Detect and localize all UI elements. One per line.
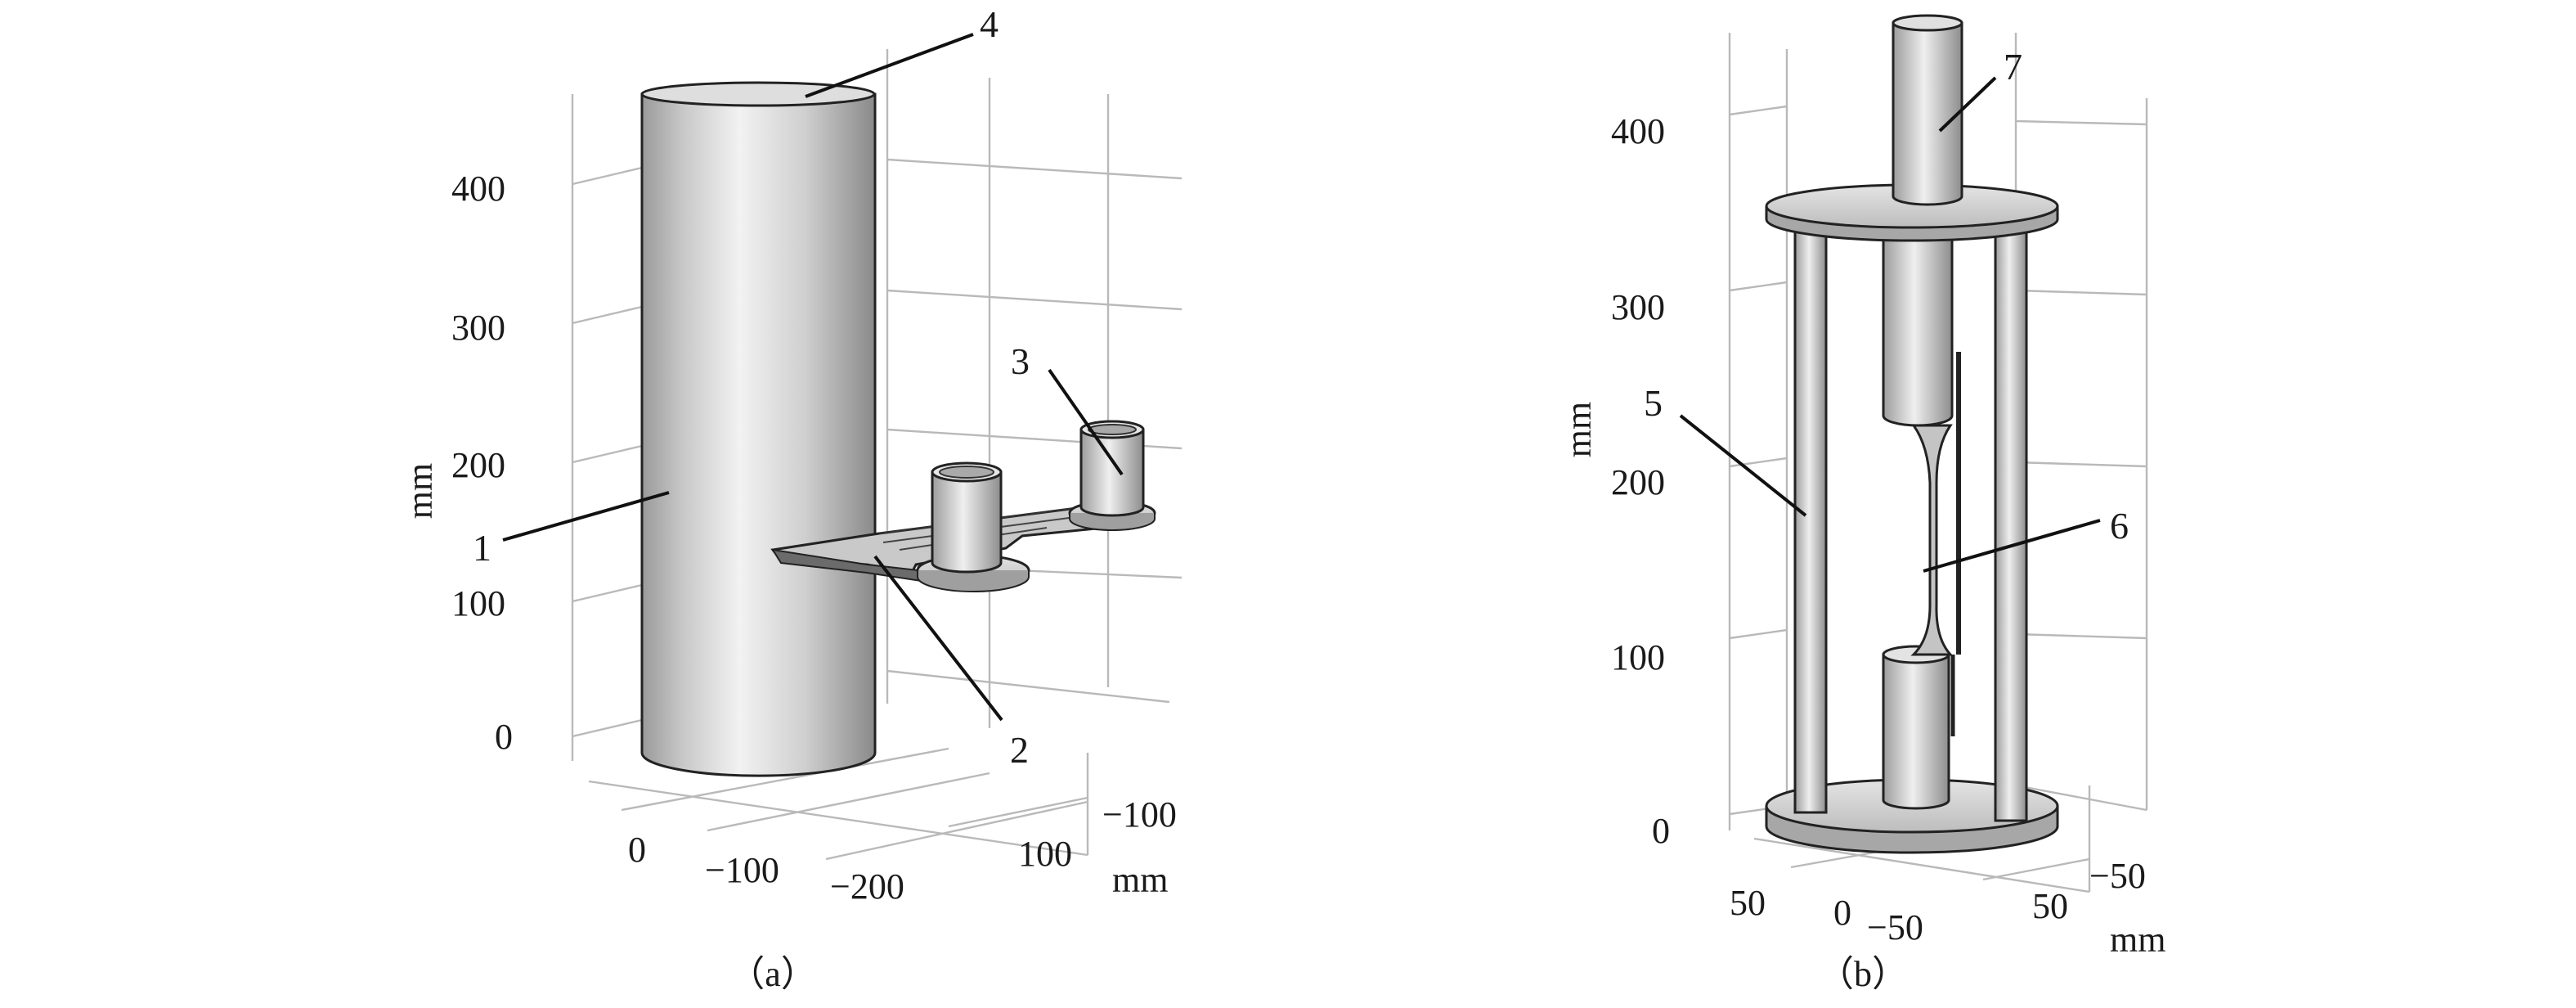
panel-b-caption: （b） bbox=[1818, 954, 1908, 994]
callout-label: 7 bbox=[2004, 46, 2022, 88]
panel-a-grid bbox=[571, 49, 1183, 861]
specimen bbox=[1910, 352, 1961, 736]
z-tick-label: 400 bbox=[1611, 111, 1665, 151]
y-tick-label: −100 bbox=[1102, 794, 1177, 835]
callout-label: 1 bbox=[473, 527, 491, 569]
xy-axis-unit: mm bbox=[1112, 860, 1168, 900]
z-tick-label: 300 bbox=[1611, 287, 1665, 327]
x-tick-label: −200 bbox=[830, 866, 904, 907]
lower-grip bbox=[1882, 645, 1950, 810]
y-tick-label: 100 bbox=[1018, 834, 1072, 874]
panel-a-caption: （a） bbox=[729, 954, 817, 994]
x-tick-label: −100 bbox=[705, 850, 779, 890]
z-tick-label: 200 bbox=[451, 445, 505, 485]
xy-axis-unit: mm bbox=[2110, 920, 2165, 960]
panel-b-callouts: 5 6 7 bbox=[1644, 46, 2129, 573]
panel-b-z-axis: 400 300 200 100 0 mm bbox=[1559, 111, 1670, 851]
callout-label: 3 bbox=[1011, 340, 1030, 382]
callout-label: 4 bbox=[980, 3, 999, 45]
panel-b: 400 300 200 100 0 mm 50 0 −50 50 −50 mm bbox=[1559, 14, 2165, 994]
upper-grip bbox=[1882, 223, 1954, 427]
callout-label: 6 bbox=[2110, 505, 2129, 547]
load-rod bbox=[1892, 14, 1963, 206]
x-tick-label: 0 bbox=[628, 830, 646, 870]
z-tick-label: 100 bbox=[1611, 637, 1665, 677]
callout-label: 5 bbox=[1644, 382, 1663, 424]
z-axis-unit: mm bbox=[1559, 402, 1599, 457]
callout-label: 2 bbox=[1010, 729, 1029, 771]
y-tick-label: −50 bbox=[2089, 856, 2146, 896]
panel-a-floor-axes: 0 −100 −200 100 −100 mm bbox=[628, 794, 1177, 907]
z-tick-label: 200 bbox=[1611, 462, 1665, 502]
x-tick-label: 0 bbox=[1833, 893, 1851, 933]
z-tick-label: 400 bbox=[451, 169, 505, 209]
panel-a-z-axis: 400 300 200 100 0 mm bbox=[400, 169, 513, 757]
x-tick-label: −50 bbox=[1867, 907, 1923, 947]
large-cylinder bbox=[640, 81, 877, 777]
panel-b-floor-axes: 50 0 −50 50 −50 mm bbox=[1730, 856, 2165, 960]
z-axis-unit: mm bbox=[400, 463, 440, 519]
x-tick-label: 50 bbox=[1730, 883, 1766, 923]
panel-a-callouts: 1 2 3 4 bbox=[473, 3, 1124, 771]
z-tick-label: 0 bbox=[1652, 811, 1670, 851]
y-tick-label: 50 bbox=[2032, 886, 2068, 926]
z-tick-label: 300 bbox=[451, 308, 505, 348]
arm-assembly bbox=[770, 420, 1156, 592]
panel-a: 400 300 200 100 0 mm 0 −100 −200 100 −10… bbox=[400, 3, 1183, 994]
top-plate bbox=[1765, 183, 2059, 242]
z-tick-label: 0 bbox=[495, 717, 513, 757]
z-tick-label: 100 bbox=[451, 583, 505, 623]
